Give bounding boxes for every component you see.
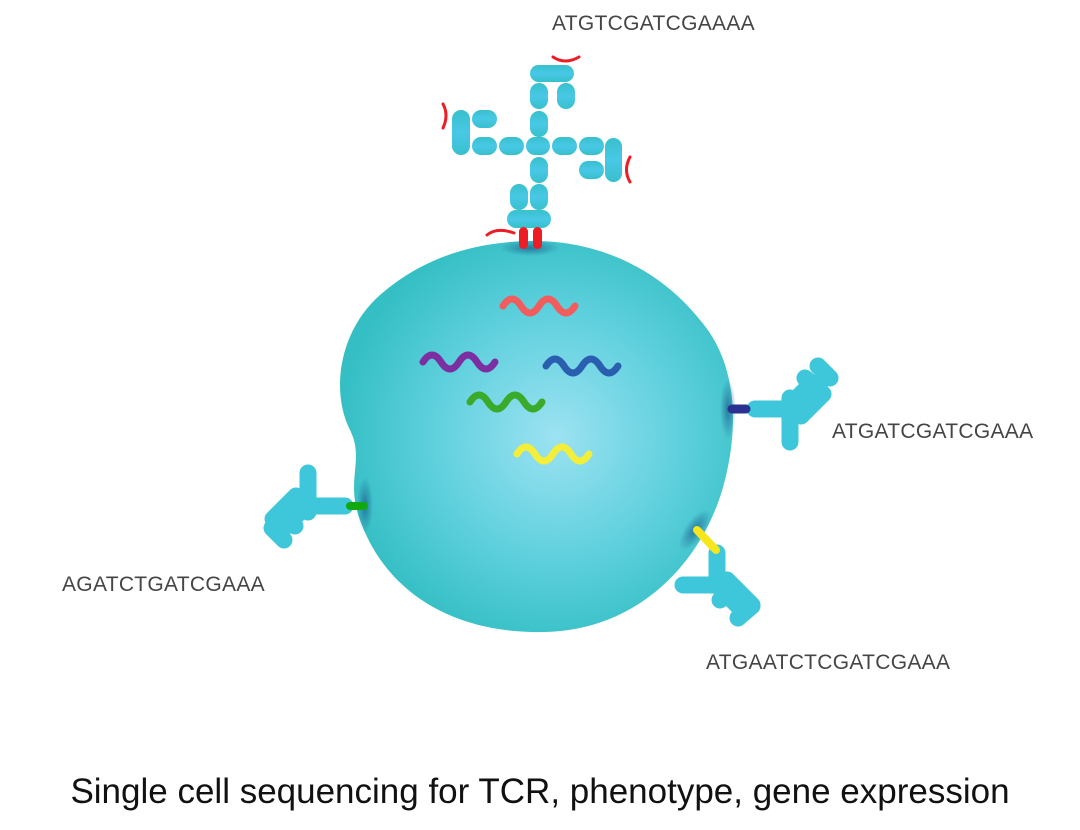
antibody-lower: [674, 544, 761, 627]
lower-antibody-barcode-label: ATGAATCTCGATCGAAA: [706, 651, 951, 674]
binding-arc: [485, 228, 516, 237]
binding-arc: [551, 55, 581, 63]
cell-body: [340, 240, 733, 633]
binding-arc: [625, 155, 632, 184]
figure-caption: Single cell sequencing for TCR, phenotyp…: [70, 772, 1010, 811]
left-antibody-barcode-label: AGATCTGATCGAAA: [62, 573, 265, 596]
barcode-tag-lower: [693, 526, 720, 554]
mrna-blue: [542, 355, 622, 377]
tcr-anchor-right: [533, 227, 542, 249]
mrna-purple: [419, 351, 499, 373]
binding-arc: [441, 102, 448, 130]
tcr-barcode-label: ATGTCGATCGAAAA: [552, 12, 755, 35]
right-antibody-barcode-label: ATGATCGATCGAAA: [832, 420, 1034, 443]
antibody-left: [263, 464, 354, 549]
tcr-anchor-left: [519, 227, 528, 249]
mrna-yellow: [513, 443, 593, 465]
tcr-complex: [452, 65, 622, 228]
membrane-shade-top: [500, 240, 560, 256]
mrna-green: [466, 391, 546, 413]
antibody-right: [746, 357, 839, 451]
mrna-red: [499, 295, 579, 317]
